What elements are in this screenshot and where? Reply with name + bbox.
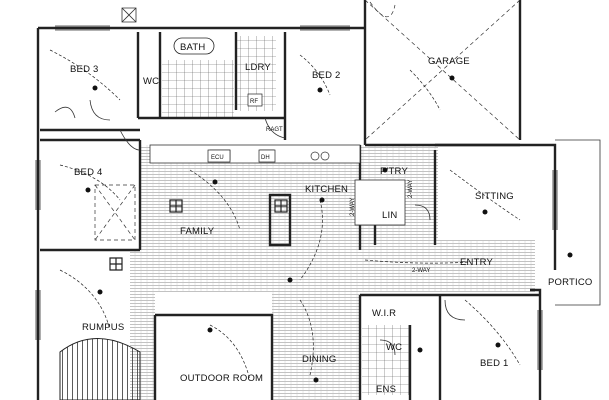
light-fittings	[85, 75, 573, 383]
label-two-way-b: 2-WAY	[350, 198, 356, 216]
label-bed4: BED 4	[74, 167, 102, 178]
label-bed2: BED 2	[312, 70, 340, 81]
electrical-runs	[49, 49, 521, 381]
label-ens: ENS	[376, 384, 396, 395]
label-wir: W.I.R	[372, 308, 396, 319]
label-ragt: RAGT	[266, 127, 283, 133]
label-dining: DINING	[302, 354, 336, 365]
label-ldry: LDRY	[245, 62, 271, 73]
label-kitchen: KITCHEN	[305, 184, 348, 195]
label-entry: ENTRY	[460, 257, 493, 268]
label-outdoor: OUTDOOR ROOM	[180, 373, 263, 384]
door-swings	[54, 0, 521, 356]
rumpus-deck	[59, 338, 141, 400]
label-rf: RF	[250, 99, 258, 105]
label-lin: LIN	[382, 210, 397, 221]
label-family: FAMILY	[180, 226, 215, 237]
label-wc: WC	[143, 76, 159, 87]
stair-box	[94, 184, 136, 241]
label-rumpus: RUMPUS	[82, 322, 124, 333]
kitchen-bench	[149, 144, 406, 226]
meter-box	[121, 7, 137, 23]
label-portico: PORTICO	[548, 277, 593, 288]
label-bath: BATH	[180, 42, 205, 53]
label-two-way-a: 2-WAY	[408, 180, 414, 198]
windows	[35, 25, 558, 370]
label-bed1: BED 1	[480, 358, 508, 369]
ceiling-fans	[109, 199, 288, 271]
label-ecu: ECU	[211, 155, 224, 161]
label-garage: GARAGE	[428, 56, 470, 67]
fixture-labels: ECU DH RF RAGT 2-WAY 2-WAY 2-WAY	[207, 93, 430, 274]
interior-walls	[40, 32, 442, 400]
label-wc2: WC	[386, 342, 402, 353]
bath-tub	[173, 37, 215, 55]
label-bed3: BED 3	[70, 64, 98, 75]
label-dh: DH	[261, 155, 270, 161]
room-labels: BATH BED 3 WC LDRY BED 2 GARAGE BED 4 KI…	[70, 37, 593, 395]
label-ptry: P'TRY	[380, 166, 408, 177]
exterior-walls	[36, 0, 557, 400]
tiled-wet-areas	[162, 36, 410, 395]
label-two-way-c: 2-WAY	[412, 268, 430, 274]
label-sitting: SITTING	[475, 191, 514, 202]
portico-outline	[555, 139, 601, 306]
